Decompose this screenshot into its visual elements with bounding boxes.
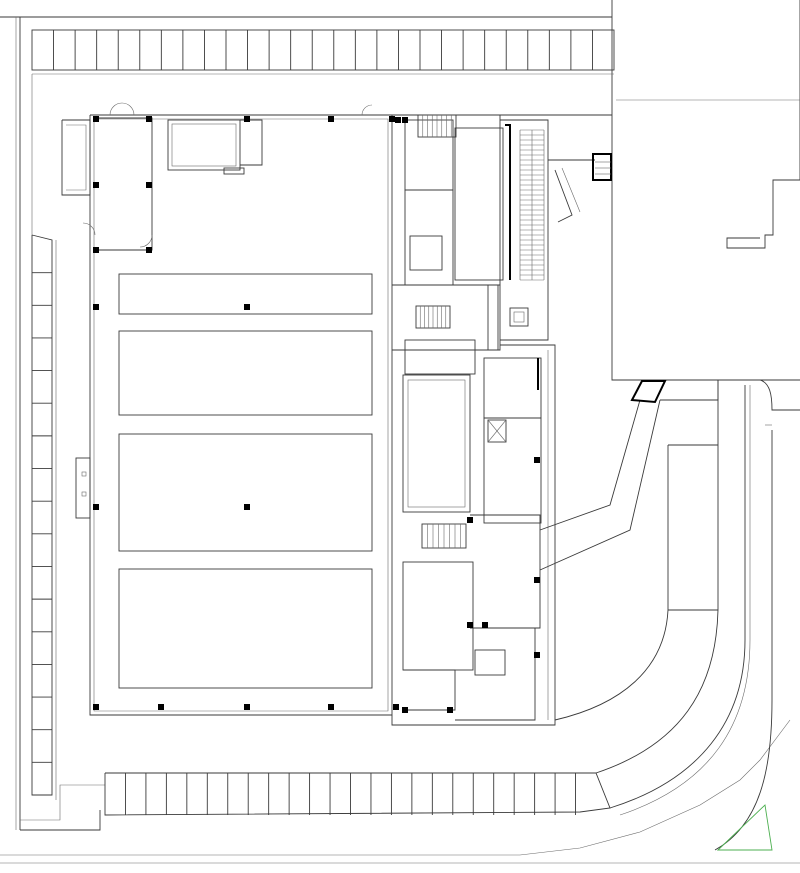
left-entrance (75, 457, 91, 519)
structural-column (467, 622, 473, 628)
structural-column (93, 247, 99, 253)
structural-column (482, 622, 488, 628)
structural-column (244, 704, 250, 710)
structural-column (93, 504, 99, 510)
structural-column (393, 704, 399, 710)
structural-column (328, 704, 334, 710)
structural-column (447, 707, 453, 713)
service-wing (391, 114, 556, 726)
structural-column (93, 182, 99, 188)
structural-column (158, 704, 164, 710)
structural-column (93, 704, 99, 710)
structural-column (93, 116, 99, 122)
structural-columns (93, 116, 540, 713)
structural-column (146, 116, 152, 122)
structural-column (395, 117, 401, 123)
structural-column (146, 182, 152, 188)
parking-column-left (31, 74, 57, 800)
structural-column (244, 116, 250, 122)
ramp-upper (548, 153, 612, 223)
parking-row-top (31, 29, 615, 75)
structural-column (389, 116, 395, 122)
stairs (415, 114, 467, 549)
structural-column (402, 707, 408, 713)
driveway (539, 379, 800, 851)
structural-column (93, 304, 99, 310)
court-2 (118, 330, 373, 416)
adjacent-building (616, 0, 800, 249)
courtyard (500, 114, 612, 341)
structural-column (328, 116, 334, 122)
parking-row-bottom (104, 772, 611, 816)
court-3 (118, 433, 373, 552)
structural-column (467, 517, 473, 523)
structural-column (534, 457, 540, 463)
structural-column (146, 247, 152, 253)
court-1 (118, 273, 373, 315)
structural-column (402, 117, 408, 123)
structural-column (534, 652, 540, 658)
structural-column (534, 577, 540, 583)
upper-left-rooms (61, 102, 373, 251)
courts (118, 273, 373, 689)
structural-column (244, 504, 250, 510)
structural-column (244, 304, 250, 310)
court-4 (118, 568, 373, 689)
north-arrow-icon (716, 804, 773, 851)
